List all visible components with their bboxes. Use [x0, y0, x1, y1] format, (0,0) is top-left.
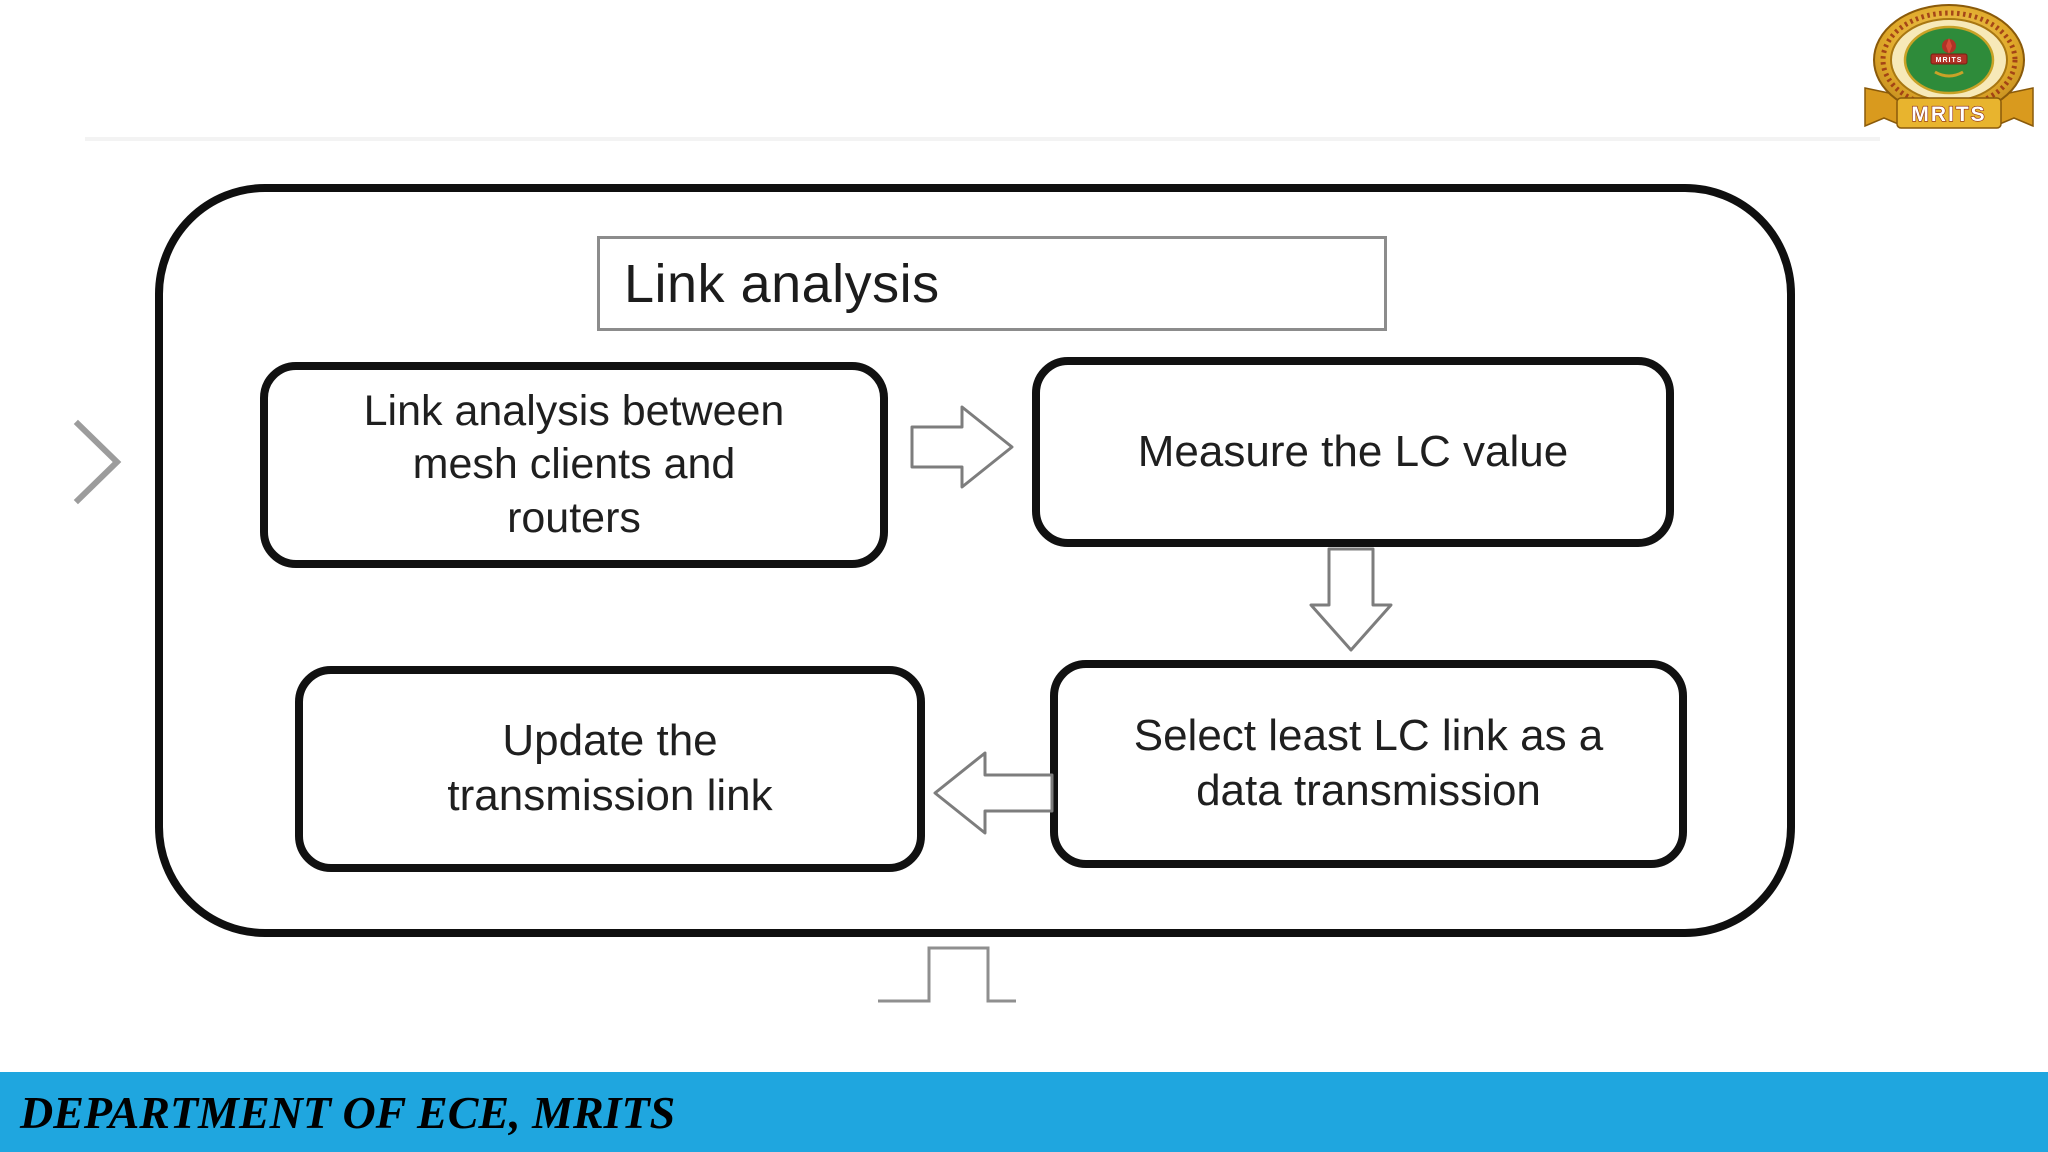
diagram-title: Link analysis [624, 253, 940, 314]
flow-node-label: Select least LC link as a data transmiss… [1133, 711, 1604, 815]
flow-node-select-least-lc: Select least LC link as a data transmiss… [1050, 660, 1687, 868]
flow-node-update-link: Update the transmission link [295, 666, 925, 872]
flow-node-label: Measure the LC value [1137, 426, 1569, 476]
logo-center-emblem: MRITS [1930, 38, 1968, 78]
logo-center-label: MRITS [1936, 57, 1963, 64]
image-top-edge [85, 137, 1880, 141]
arrow-left-icon [933, 751, 1054, 835]
logo-banner [1896, 97, 2002, 129]
logo-text-ring [1880, 10, 2018, 110]
logo-banner-label: MRITS [1911, 103, 1986, 126]
diagram-title-box: Link analysis [597, 236, 1387, 331]
arrow-right-icon [910, 405, 1014, 489]
flow-node-label: Link analysis between mesh clients and r… [363, 387, 785, 542]
flow-node-measure-lc: Measure the LC value [1032, 357, 1674, 547]
footer-text: DEPARTMENT OF ECE, MRITS [20, 1086, 676, 1138]
flow-node-label: Update the transmission link [447, 716, 773, 820]
footer-bar: DEPARTMENT OF ECE, MRITS [0, 1072, 2048, 1152]
diagram-container [155, 184, 1795, 937]
pulse-shape [878, 946, 1016, 1003]
mrits-logo: MRITS MRITS [1864, 4, 2034, 129]
arrow-down-icon [1309, 547, 1393, 652]
chevron-right-icon [73, 419, 122, 505]
flow-node-link-analysis: Link analysis between mesh clients and r… [260, 362, 888, 568]
